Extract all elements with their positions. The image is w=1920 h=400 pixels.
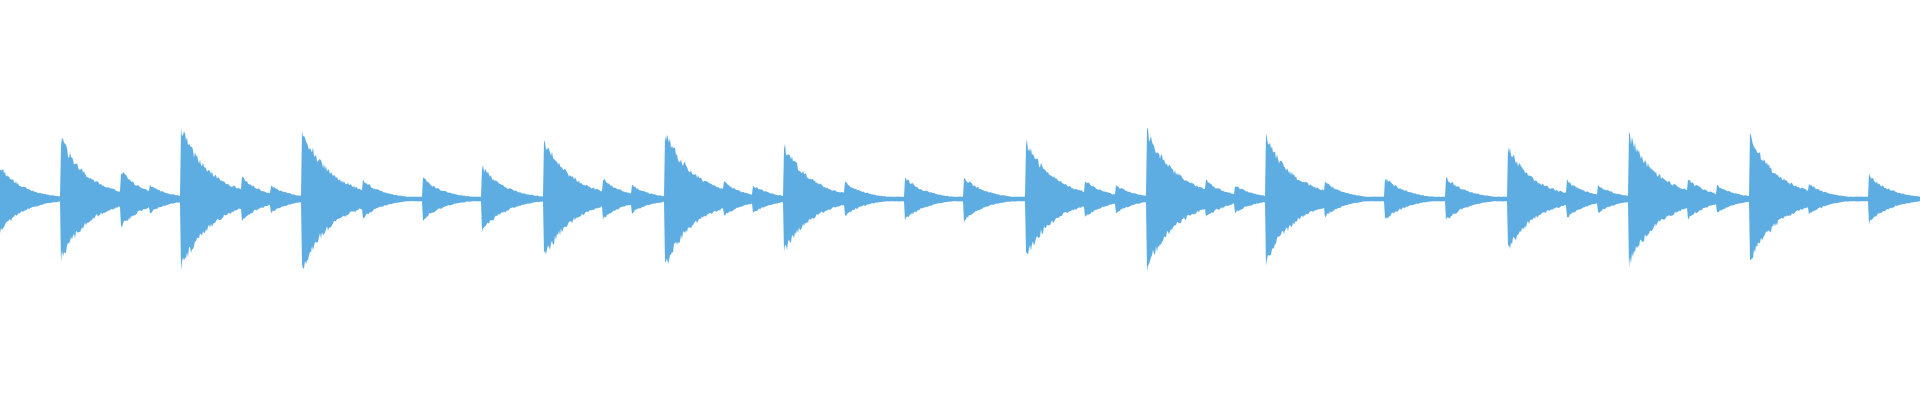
waveform-center-line (0, 198, 1920, 200)
